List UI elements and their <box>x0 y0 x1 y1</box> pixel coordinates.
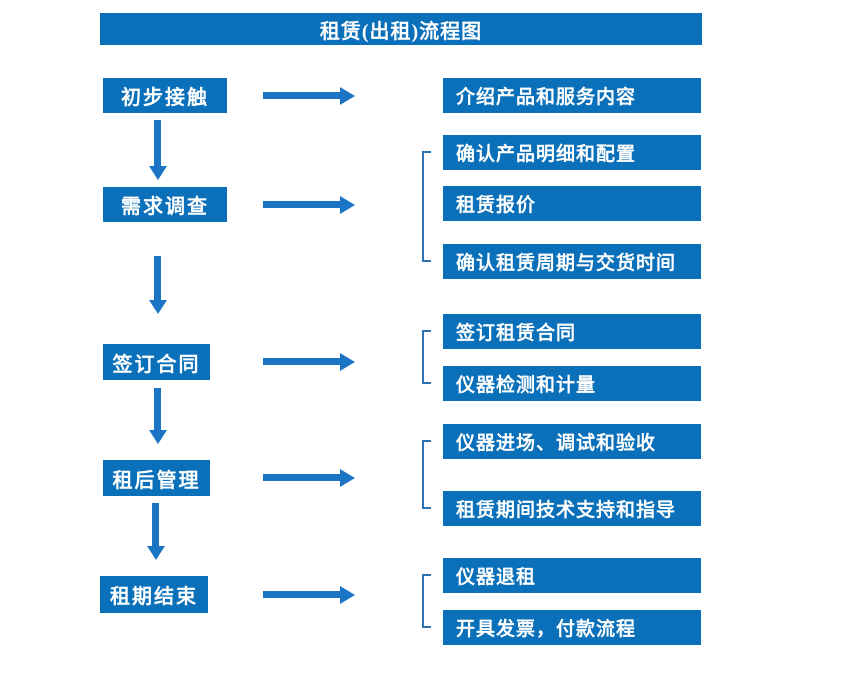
detail-technical-support: 租赁期间技术支持和指导 <box>443 491 701 526</box>
right-arrow-icon-2 <box>263 201 340 208</box>
step-box-demand-survey: 需求调查 <box>103 187 227 222</box>
right-arrow-icon-4 <box>263 474 340 481</box>
detail-confirm-rental-period: 确认租赁周期与交货时间 <box>443 244 701 279</box>
step-box-post-rental-management: 租后管理 <box>103 460 210 496</box>
bracket-icon-post-rental <box>422 440 431 509</box>
down-arrow-icon-3 <box>154 388 161 430</box>
detail-introduce-products: 介绍产品和服务内容 <box>443 78 701 113</box>
bracket-icon-sign-contract <box>422 330 431 384</box>
down-arrow-icon-4 <box>152 503 159 546</box>
right-arrow-icon-5 <box>263 591 340 598</box>
detail-confirm-product-details: 确认产品明细和配置 <box>443 135 701 170</box>
detail-instrument-inspection: 仪器检测和计量 <box>443 366 701 401</box>
right-arrow-icon-1 <box>263 92 340 99</box>
down-arrow-icon-1 <box>154 120 161 166</box>
right-arrow-icon-3 <box>263 358 340 365</box>
step-box-initial-contact: 初步接触 <box>103 78 227 113</box>
down-arrow-icon-2 <box>154 256 161 300</box>
bracket-icon-demand-survey <box>422 151 431 262</box>
detail-sign-rental-contract: 签订租赁合同 <box>443 314 701 349</box>
detail-instrument-return: 仪器退租 <box>443 558 701 593</box>
detail-rental-quote: 租赁报价 <box>443 186 701 221</box>
step-box-sign-contract: 签订合同 <box>103 344 210 380</box>
bracket-icon-rental-end <box>422 574 431 628</box>
detail-instrument-setup: 仪器进场、调试和验收 <box>443 424 701 459</box>
flowchart-title: 租赁(出租)流程图 <box>100 13 702 45</box>
step-box-rental-end: 租期结束 <box>100 576 208 613</box>
detail-invoice-payment: 开具发票，付款流程 <box>443 610 701 645</box>
